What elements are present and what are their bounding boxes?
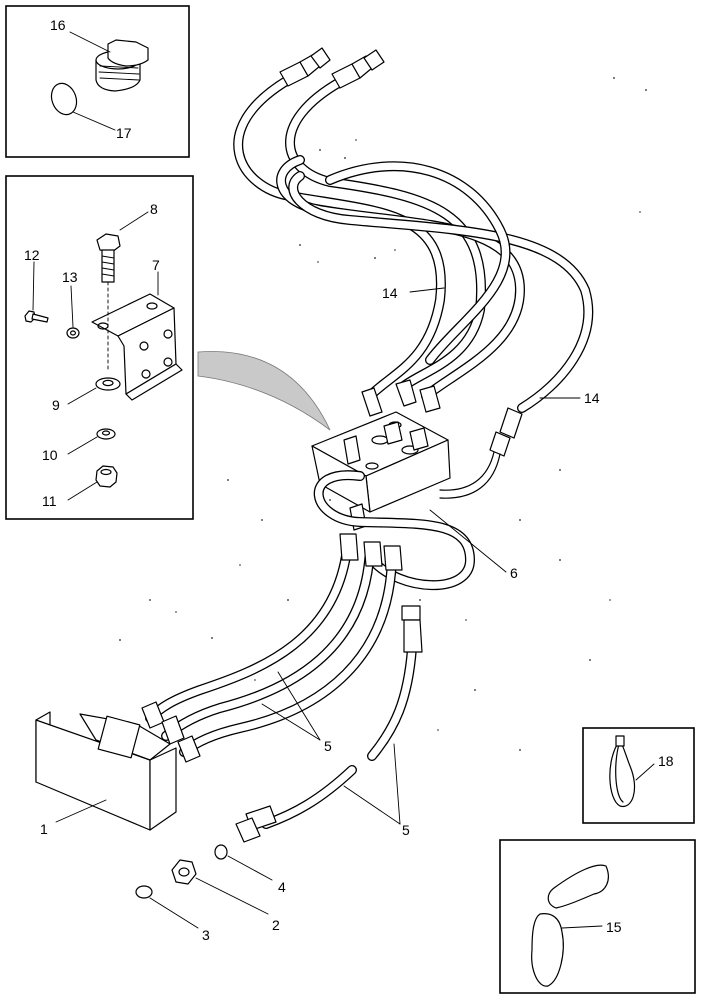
callout-5-upper: 5 [324, 738, 332, 754]
callout-13: 13 [62, 269, 78, 285]
callout-11: 11 [42, 493, 57, 509]
upper-fittings [279, 47, 523, 457]
callout-10: 10 [42, 447, 58, 463]
adapter-part [171, 859, 197, 885]
lower-fittings [141, 533, 423, 843]
leader-5a-2 [261, 703, 321, 741]
return-tube [439, 451, 495, 491]
leader-10 [67, 436, 98, 455]
callout-18: 18 [658, 753, 674, 769]
callout-4: 4 [278, 879, 286, 895]
leader-5b-1 [343, 785, 401, 825]
leader-4 [227, 855, 273, 881]
inset-clamp-frame [582, 727, 695, 824]
leader-5b-2 [393, 743, 401, 825]
o-ring-part [50, 82, 78, 116]
leader-12 [32, 261, 35, 311]
callout-17: 17 [116, 125, 132, 141]
leader-11 [67, 481, 98, 501]
inset-plug-frame [5, 5, 190, 158]
sleeve-part [531, 864, 609, 987]
upper-hoses [233, 75, 594, 413]
callout-3: 3 [202, 927, 210, 943]
callout-8: 8 [150, 201, 158, 217]
leader-3 [149, 897, 199, 929]
leader-6 [429, 509, 507, 573]
leader-15 [561, 925, 603, 929]
leader-16 [69, 31, 111, 53]
leader-17 [72, 111, 116, 131]
nut-part [95, 465, 118, 488]
callout-2: 2 [272, 917, 280, 933]
valve-body-part [311, 411, 451, 531]
o-ring-4-part [214, 844, 228, 860]
leader-2 [195, 877, 269, 915]
callout-16: 16 [50, 17, 66, 33]
leader-9 [67, 387, 97, 405]
speckle-marks [119, 77, 647, 751]
zoom-callout [197, 351, 331, 431]
callout-6: 6 [510, 565, 518, 581]
inset-bracket-frame [5, 175, 194, 520]
callout-9: 9 [52, 397, 60, 413]
bolt-part [96, 233, 121, 283]
clamp-part [609, 735, 635, 808]
o-ring-3-part [135, 885, 153, 899]
callout-14-right: 14 [584, 390, 600, 406]
lock-washer-part [66, 327, 80, 339]
callout-12: 12 [24, 247, 40, 263]
callout-5-lower: 5 [402, 822, 410, 838]
screw-part [24, 310, 49, 323]
callout-7: 7 [152, 257, 160, 273]
bracket-part [91, 293, 183, 401]
callout-15: 15 [606, 919, 622, 935]
control-bracket-part [35, 711, 177, 831]
flat-washer-part [95, 377, 121, 391]
inset-sleeve-frame [499, 839, 696, 994]
spring-washer-part [96, 428, 116, 440]
lower-hoses [145, 535, 417, 829]
leader-8 [119, 211, 149, 231]
leader-5a-1 [277, 671, 321, 741]
callout-14-upper: 14 [382, 285, 398, 301]
leader-18 [635, 763, 655, 781]
leader-13 [70, 285, 74, 328]
plug-part [95, 39, 149, 92]
leader-14a [409, 287, 445, 293]
callout-1: 1 [40, 821, 48, 837]
leader-1 [55, 799, 107, 823]
return-tube-outline [439, 453, 501, 499]
